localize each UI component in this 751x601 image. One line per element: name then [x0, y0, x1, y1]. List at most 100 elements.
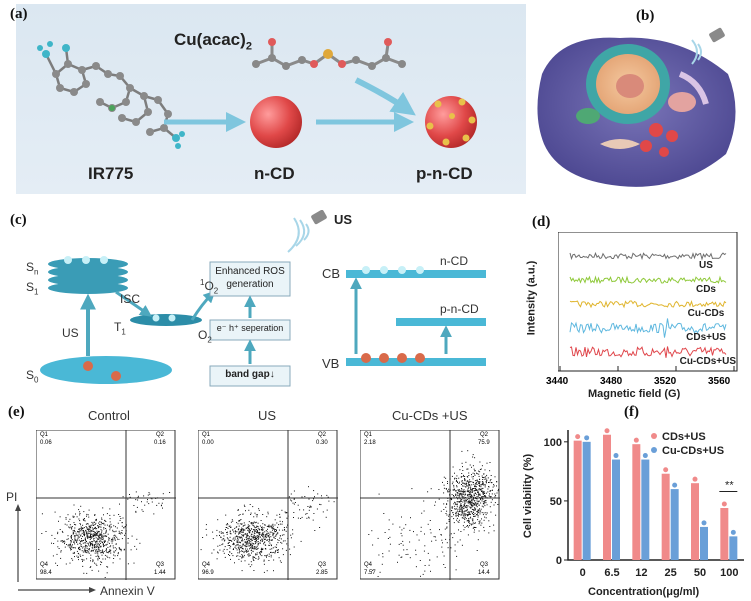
bar-point-0-0: [575, 434, 581, 440]
panel-c: (c): [10, 210, 526, 400]
q4-value-0: 98.4: [40, 570, 52, 576]
q3-value-1: 2.85: [316, 570, 328, 576]
legend-swatch-0: [651, 433, 657, 439]
organelles: [576, 71, 709, 157]
viability-xtick-5: 100: [720, 567, 738, 579]
epr-trace-2: [569, 300, 727, 309]
panel-e: (e) PI Annexin V Control Q1 0.06 Q2 0.16…: [4, 404, 506, 600]
q2-value-1: 0.30: [316, 440, 328, 446]
cuacac-atoms: [252, 38, 406, 70]
bar-point-1-0: [584, 435, 590, 441]
bar-point-0-5: [721, 501, 727, 507]
viability-xtick-4: 50: [694, 567, 706, 579]
ncd-label: n-CD: [254, 164, 295, 183]
box-gap: [209, 365, 291, 387]
panel-b-label: (b): [636, 8, 655, 24]
q2-label-1: Q2: [318, 432, 327, 438]
s0-label: S0: [26, 368, 39, 385]
epr-trace-label-4: Cu-CDs+US: [680, 356, 737, 367]
flow-plot-us: US Q1 0.00 Q2 0.30 Q4 96.9 Q3 2.85: [190, 404, 340, 584]
flow-scatter-cucds-us: [360, 430, 500, 580]
viability-xlabel: Concentration(μg/ml): [588, 586, 700, 598]
viability-ylabel: Cell viability (%): [522, 453, 535, 539]
us-label-c: US: [334, 212, 353, 227]
q2-value-0: 0.16: [154, 440, 166, 446]
bar-point-1-4: [701, 520, 707, 526]
bar-0-4: [691, 483, 699, 560]
significance-stars: **: [725, 479, 734, 491]
viability-xtick-2: 12: [635, 567, 647, 579]
pi-axis-label: PI: [6, 490, 18, 504]
box-sep-text: e⁻ h⁺ seperation: [216, 323, 284, 333]
oxygen-arrow: [190, 290, 216, 321]
cb-label: CB: [322, 266, 341, 281]
bar-point-0-4: [692, 476, 698, 482]
arrow-a3: [354, 77, 416, 116]
annexin-axis-label: Annexin V: [100, 584, 155, 598]
us-probe-c: [287, 210, 327, 253]
epr-xtick-0: 3440: [546, 376, 569, 387]
box-gap-text: band gap↓: [225, 369, 275, 380]
panel-b: (b): [530, 4, 750, 196]
pncd-label-c: p-n-CD: [440, 302, 479, 316]
bar-point-1-3: [672, 482, 678, 488]
viability-xtick-0: 0: [580, 567, 586, 579]
viability-ytick-2: 100: [544, 437, 562, 449]
flow-events-0: [38, 491, 171, 578]
legend-label-0: CDs+US: [662, 431, 706, 443]
flow-title-cucds-us: Cu-CDs +US: [392, 408, 468, 423]
panel-a-scheme: [37, 38, 477, 149]
q1-value-2: 2.18: [364, 440, 376, 446]
epr-xlabel: Magnetic field (G): [588, 388, 681, 400]
ir775-atoms: [37, 41, 185, 149]
q1-label-2: Q1: [364, 432, 373, 438]
bar-0-2: [632, 444, 641, 560]
q3-label-0: Q3: [156, 562, 165, 568]
s0-level: [40, 356, 172, 384]
s0-holes: [83, 361, 121, 381]
q1-value-1: 0.00: [202, 440, 214, 446]
box-ros: [209, 261, 291, 297]
us-arrow-label: US: [62, 326, 79, 340]
isc-arrow: [115, 290, 152, 317]
s1-label: S1: [26, 280, 39, 297]
q4-value-1: 96.9: [202, 570, 214, 576]
viability-ytick-0: 0: [556, 555, 562, 567]
legend-swatch-1: [651, 447, 657, 453]
t1-level: [130, 314, 202, 326]
sn-s1-stack: [48, 258, 128, 294]
isc-label: ISC: [120, 292, 141, 306]
nucleolus: [616, 74, 644, 98]
ncd-label-c: n-CD: [440, 254, 469, 268]
bar-point-1-2: [642, 453, 648, 459]
box-ros-text: Enhanced ROS generation: [215, 266, 285, 290]
q4-label-0: Q4: [40, 562, 49, 568]
pncd-level: [396, 318, 486, 326]
bar-point-0-3: [663, 467, 669, 473]
panel-c-label: (c): [10, 212, 27, 228]
cell-illustration: [537, 27, 736, 187]
vb-holes: [361, 353, 425, 363]
epr-trace-label-0: US: [699, 260, 713, 271]
epr-trace-label-3: CDs+US: [686, 332, 726, 343]
q2-value-2: 75.9: [478, 440, 490, 446]
pncd-sphere: [425, 96, 477, 148]
epr-ylabel: Intensity (a.u.): [525, 260, 538, 336]
flow-scatter-control: [36, 430, 176, 580]
q3-value-0: 1.44: [154, 570, 166, 576]
epr-trace-1: [569, 275, 727, 285]
panel-a-label: (a): [10, 6, 28, 22]
pncd-label: p-n-CD: [416, 164, 473, 183]
flow-title-control: Control: [88, 408, 130, 423]
epr-xtick-2: 3520: [654, 376, 677, 387]
flow-events-1: [200, 486, 335, 573]
q1-label-0: Q1: [40, 432, 49, 438]
sn-label: Sn: [26, 260, 39, 277]
legend-label-1: Cu-CDs+US: [662, 445, 724, 457]
epr-xtick-1: 3480: [600, 376, 623, 387]
q2-label-2: Q2: [480, 432, 489, 438]
bar-1-0: [582, 441, 591, 560]
epr-trace-3: [569, 318, 727, 338]
flow-plot-control: Control Q1 0.06 Q2 0.16 Q4 98.4 Q3 1.44: [28, 404, 178, 584]
